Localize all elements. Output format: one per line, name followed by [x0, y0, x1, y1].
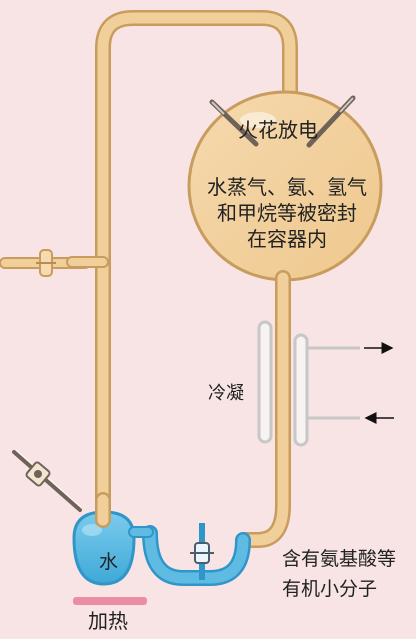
chamber-line-1: 水蒸气、氨、氢气	[207, 175, 367, 199]
chamber-line-3: 在容器内	[247, 227, 327, 251]
water-flask	[72, 510, 154, 586]
condense-label: 冷凝	[208, 383, 244, 404]
water-label: 水	[99, 551, 119, 573]
heat-bar	[73, 597, 147, 605]
bottom-stopcock	[190, 523, 214, 580]
product-line-2: 有机小分子	[282, 578, 378, 600]
chamber-line-2: 和甲烷等被密封	[217, 201, 357, 225]
spark-label: 火花放电	[238, 118, 318, 142]
condenser	[257, 320, 394, 447]
chamber-description: 水蒸气、氨、氢气 和甲烷等被密封 在容器内	[194, 175, 380, 254]
spark-electrodes	[209, 95, 356, 148]
top-loop-tube	[95, 10, 298, 526]
product-description: 含有氨基酸等 有机小分子	[282, 548, 396, 608]
heat-label: 加热	[88, 609, 128, 633]
right-down-tube	[236, 270, 291, 548]
product-line-1: 含有氨基酸等	[282, 548, 397, 570]
bottom-u-tube	[142, 525, 251, 586]
left-inlet-tube	[12, 449, 83, 512]
